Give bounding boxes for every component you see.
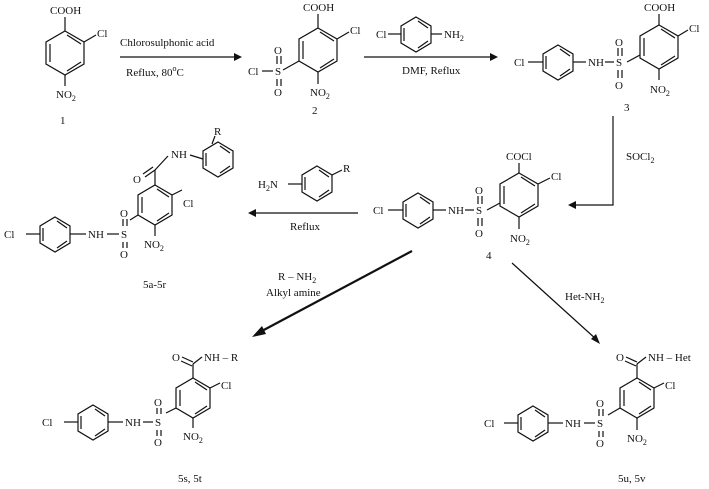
compound-3-oxygen-bottom: O xyxy=(615,80,623,92)
step-4-conditions: Reflux xyxy=(290,221,320,233)
compound-1: COOH Cl NO2 1 xyxy=(45,5,107,127)
compound-1-cooh: COOH xyxy=(50,5,81,17)
compound-4-oxygen-bottom: O xyxy=(475,228,483,240)
step-2-conditions: DMF, Reflux xyxy=(402,65,461,77)
compound-5st-sulfur: S xyxy=(155,417,161,429)
compound-3-oxygen-top: O xyxy=(615,37,623,49)
compound-2-number: 2 xyxy=(312,105,318,117)
compound-5st-nitro: NO2 xyxy=(183,431,203,445)
compound-3-cooh: COOH xyxy=(644,2,675,14)
compound-3-nitro: NO2 xyxy=(650,84,670,98)
compound-4-sulfur: S xyxy=(476,205,482,217)
compound-1-chloro: Cl xyxy=(97,28,107,40)
step-1-conditions: Reflux, 80oC xyxy=(126,64,184,79)
compound-5s-5t: O NH – R Cl NO2 S O O NH Cl 5s, 5t xyxy=(42,352,239,485)
compound-5uv-oxygen-top: O xyxy=(596,398,604,410)
compound-5uv-nitro: NO2 xyxy=(627,433,647,447)
compound-5uv-chloro: Cl xyxy=(665,380,675,392)
compound-5ar-oxygen-top: O xyxy=(120,208,128,220)
compound-4-nitro: NO2 xyxy=(510,233,530,247)
compound-5uv-nh: NH xyxy=(565,418,581,430)
compound-5ar-sulfonamide-nh: NH xyxy=(88,229,104,241)
compound-5st-oxygen-bottom: O xyxy=(154,437,162,449)
compound-4-oxygen-top: O xyxy=(475,185,483,197)
compound-3-sulfur: S xyxy=(616,57,622,69)
compound-5ar-amide-nh: NH xyxy=(171,149,187,161)
compound-3-nh: NH xyxy=(588,57,604,69)
compound-2: COOH Cl S Cl O O NO2 2 xyxy=(248,2,360,117)
step-5-reagent: R – NH2 xyxy=(278,271,316,285)
compound-1-nitro: NO2 xyxy=(56,89,76,103)
compound-5ar-oxygen-bottom: O xyxy=(120,249,128,261)
compound-4-number: 4 xyxy=(486,250,492,262)
compound-3: Cl NH S O O COOH Cl NO2 3 xyxy=(514,2,699,114)
compound-5st-nh: NH xyxy=(125,417,141,429)
compound-2-oxygen-top: O xyxy=(274,45,282,57)
compound-4-chloro: Cl xyxy=(551,171,561,183)
step-3: SOCl2 xyxy=(568,116,654,209)
compound-5st-number: 5s, 5t xyxy=(178,473,202,485)
compound-5uv-aryl-chloro: Cl xyxy=(484,418,494,430)
compound-5st-oxygen: O xyxy=(172,352,180,364)
step-5-conditions: Alkyl amine xyxy=(266,287,321,299)
compound-2-nitro: NO2 xyxy=(310,87,330,101)
step-2-reagent-amine: NH2 xyxy=(444,29,464,43)
compound-2-sulfonyl-chloride: Cl xyxy=(248,66,258,78)
step-1-reagent: Chlorosulphonic acid xyxy=(120,37,215,49)
step-4-reagent-r: R xyxy=(343,163,351,175)
step-3-reagent: SOCl2 xyxy=(626,151,654,165)
compound-2-oxygen-bottom: O xyxy=(274,87,282,99)
compound-5uv-amide: NH – Het xyxy=(648,352,691,364)
compound-5ar-number: 5a-5r xyxy=(143,279,167,291)
compound-5st-chloro: Cl xyxy=(221,380,231,392)
compound-2-chloro: Cl xyxy=(350,25,360,37)
compound-5uv-sulfur: S xyxy=(597,418,603,430)
compound-3-aryl-chloro: Cl xyxy=(514,57,524,69)
compound-5ar-sulfur: S xyxy=(121,229,127,241)
compound-2-cooh: COOH xyxy=(303,2,334,14)
compound-4-cocl: COCl xyxy=(506,151,532,163)
compound-2-sulfur: S xyxy=(275,66,281,78)
step-2: Cl NH2 DMF, Reflux xyxy=(364,16,498,77)
compound-5ar-aryl-chloro: Cl xyxy=(4,229,14,241)
compound-5uv-oxygen-bottom: O xyxy=(596,438,604,450)
compound-3-chloro: Cl xyxy=(689,23,699,35)
compound-5st-aryl-chloro: Cl xyxy=(42,417,52,429)
compound-4-aryl-chloro: Cl xyxy=(373,205,383,217)
compound-4: Cl NH S O O COCl Cl NO2 4 xyxy=(373,151,561,262)
compound-5st-amide: NH – R xyxy=(204,352,239,364)
compound-1-number: 1 xyxy=(60,115,66,127)
step-1: Chlorosulphonic acid Reflux, 80oC xyxy=(120,37,242,79)
compound-5uv-number: 5u, 5v xyxy=(618,473,646,485)
compound-5ar-r: R xyxy=(214,126,222,138)
compound-5uv-oxygen: O xyxy=(616,352,624,364)
step-2-reagent-chloro: Cl xyxy=(376,29,386,41)
compound-5ar-nitro: NO2 xyxy=(144,239,164,253)
step-6-reagent: Het-NH2 xyxy=(565,291,604,305)
compound-3-number: 3 xyxy=(624,102,630,114)
compound-5st-oxygen-top: O xyxy=(154,397,162,409)
step-4: H2N R Reflux xyxy=(248,163,358,233)
compound-4-nh: NH xyxy=(448,205,464,217)
step-6: Het-NH2 xyxy=(511,262,604,344)
compound-5a-5r: R NH O Cl NO2 S O O NH Cl 5a-5r xyxy=(4,126,234,291)
step-4-reagent-amine: H2N xyxy=(258,179,278,193)
compound-5ar-oxygen: O xyxy=(133,174,141,186)
step-5: R – NH2 Alkyl amine xyxy=(252,250,413,337)
compound-5ar-chloro: Cl xyxy=(183,198,193,210)
compound-5u-5v: O NH – Het Cl NO2 S O O NH Cl 5u, 5v xyxy=(484,352,691,485)
